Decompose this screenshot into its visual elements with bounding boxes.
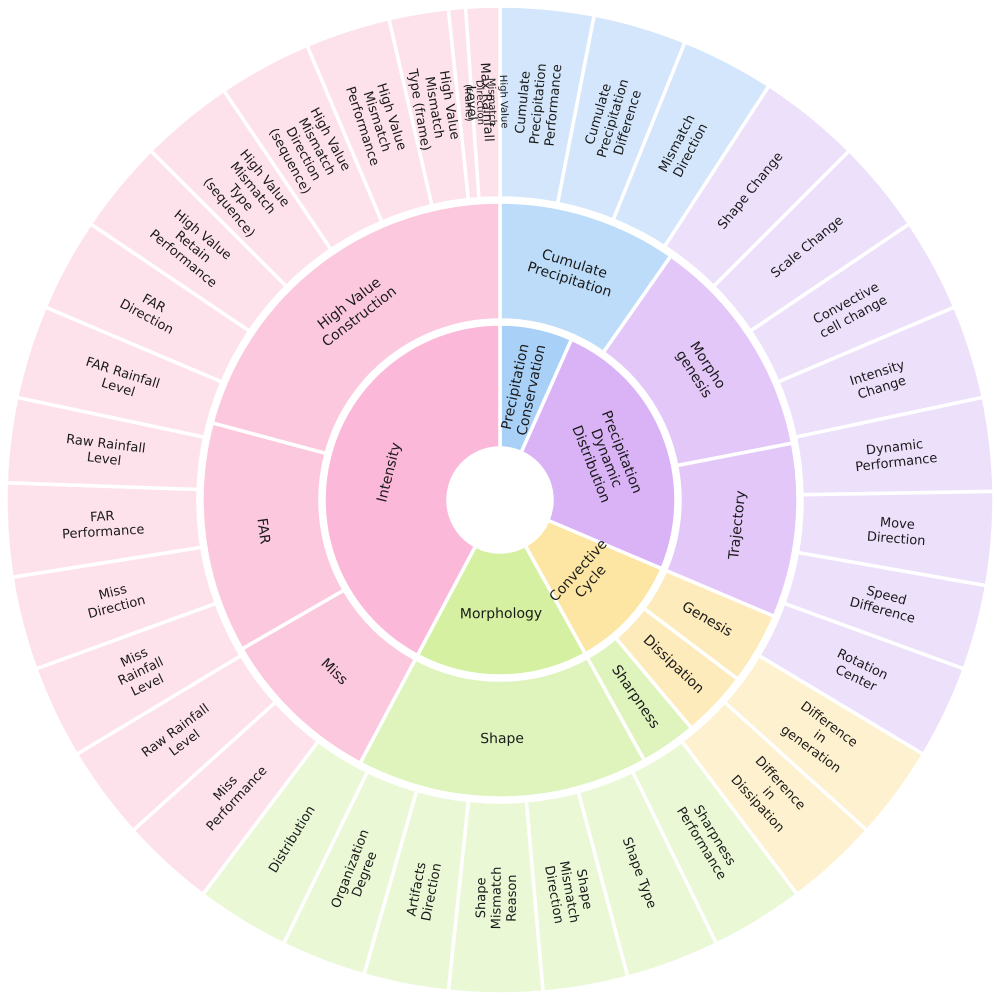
label-shape-mismatch-reason: ShapeMismatchReason bbox=[473, 866, 519, 929]
wheel-segments bbox=[4, 4, 996, 996]
label-miss-rainfall-level: MissRainfallLevel bbox=[109, 640, 172, 702]
label-shape: Shape bbox=[480, 731, 524, 747]
label-move-direction: MoveDirection bbox=[866, 514, 927, 549]
label-trajectory: Trajectory bbox=[726, 490, 749, 561]
segment-dynamic bbox=[519, 337, 678, 571]
wheel-center-hole bbox=[450, 450, 550, 550]
segment-cycle bbox=[523, 518, 664, 656]
segment-high-value-construction bbox=[210, 200, 502, 456]
label-max-rainfall-level: Max RainfallLevel bbox=[462, 62, 496, 143]
label-shape-mismatch-direction: ShapeMismatchDirection bbox=[541, 857, 597, 927]
label-high-value-mismatch-direction-sequence: High ValueMismatchDirection(sequence) bbox=[266, 104, 354, 197]
label-high-value-mismatch-direction-frame: High ValueMismatchDirection(frame) bbox=[462, 75, 510, 130]
segment-high-value-mismatch-direction-frame bbox=[463, 4, 502, 201]
label-conservation: PrecipitationConservation bbox=[498, 340, 549, 437]
label-morphology: Morphology bbox=[460, 606, 542, 623]
segment-intensity bbox=[322, 322, 502, 658]
label-far: FAR bbox=[253, 517, 272, 545]
label-far-performance: FARPerformance bbox=[61, 507, 145, 542]
label-cumulate-precipitation-performance: CumulatePrecipitationPerformance bbox=[511, 61, 564, 147]
